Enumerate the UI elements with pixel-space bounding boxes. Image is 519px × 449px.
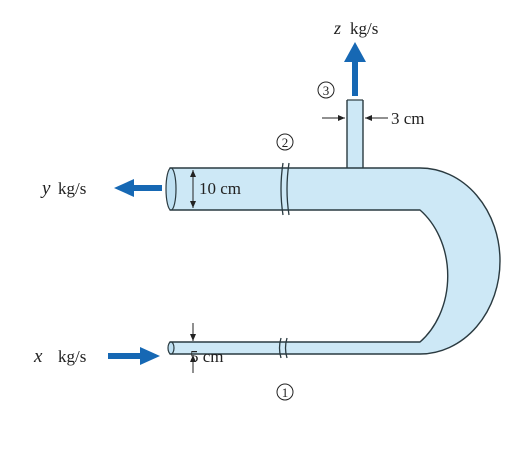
inlet-left-symbol: x xyxy=(33,346,43,367)
section-2-marker: 2 xyxy=(276,133,294,151)
section-1-label: 1 xyxy=(282,385,289,400)
branch-pipe xyxy=(346,99,364,172)
outlet-left-arrow xyxy=(114,179,162,197)
branch-dimension-label: 3 cm xyxy=(391,109,425,128)
lower-dimension-label: 5 cm xyxy=(190,347,224,366)
outlet-top-unit: kg/s xyxy=(350,19,378,38)
branch-dimension xyxy=(322,115,388,121)
inlet-left-arrow xyxy=(108,347,160,365)
outlet-left-symbol: y xyxy=(40,178,51,199)
lower-pipe-opening xyxy=(167,341,175,355)
u-pipe xyxy=(169,167,501,355)
upper-dimension xyxy=(190,170,196,208)
section-2-label: 2 xyxy=(282,135,289,150)
lower-dimension xyxy=(190,323,196,373)
outlet-left-unit: kg/s xyxy=(58,179,86,198)
upper-pipe-opening xyxy=(165,167,177,211)
outlet-top-symbol: z xyxy=(333,18,341,38)
section-1-marker: 1 xyxy=(276,383,294,401)
section-1-flange xyxy=(278,337,288,359)
section-2-flange xyxy=(280,162,290,216)
section-3-label: 3 xyxy=(323,83,330,98)
outlet-top-arrow xyxy=(344,42,366,96)
upper-dimension-label: 10 cm xyxy=(199,179,241,198)
section-3-marker: 3 xyxy=(317,81,335,99)
inlet-left-unit: kg/s xyxy=(58,347,86,366)
